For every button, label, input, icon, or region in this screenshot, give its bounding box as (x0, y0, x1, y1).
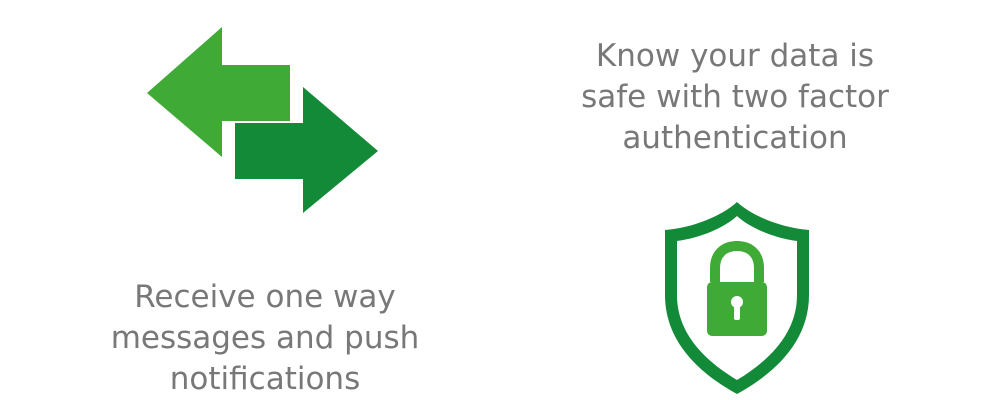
messaging-feature-text: Receive one way messages and push notifi… (110, 279, 420, 397)
left-arrow-icon (147, 27, 290, 157)
shield-lock-icon (665, 202, 809, 394)
security-feature-text: Know your data is safe with two factor a… (581, 38, 889, 156)
two-way-arrows-icon (147, 27, 378, 213)
keyhole-slot (734, 304, 740, 320)
lock-shackle-icon (710, 240, 764, 282)
right-arrow-icon (235, 87, 378, 213)
keyhole-icon (731, 296, 743, 308)
